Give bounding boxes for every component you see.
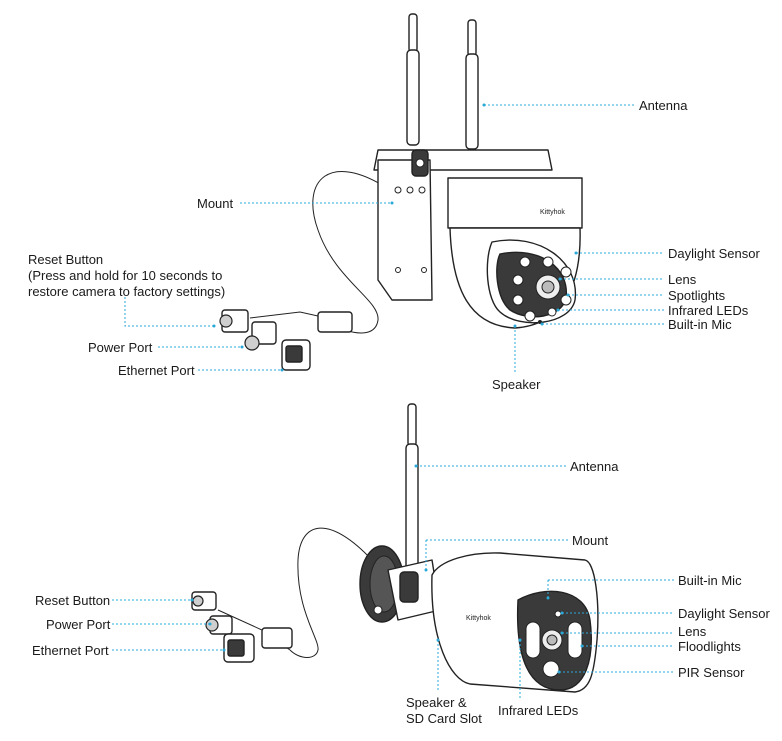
ptz-label-builtin-mic: Built-in Mic bbox=[668, 317, 732, 332]
ptz-label-infrared-leds: Infrared LEDs bbox=[668, 303, 749, 318]
ptz-brand-logo: Kittyhok bbox=[540, 209, 565, 216]
ptz-label-spotlights: Spotlights bbox=[668, 288, 726, 303]
ptz-label-daylight-sensor: Daylight Sensor bbox=[668, 246, 760, 261]
ptz-camera-illustration: Kittyhok bbox=[219, 13, 583, 371]
bullet-label-ethernet-port: Ethernet Port bbox=[32, 643, 109, 658]
bullet-label-reset-button: Reset Button bbox=[35, 593, 110, 608]
bullet-body: Kittyhok bbox=[431, 552, 599, 693]
ptz-label-antenna: Antenna bbox=[639, 98, 688, 113]
bullet-label-power-port: Power Port bbox=[46, 617, 111, 632]
ptz-labels: Antenna Mount Reset Button (Press and ho… bbox=[28, 98, 760, 392]
ptz-label-reset-note-1: (Press and hold for 10 seconds to bbox=[28, 268, 222, 283]
ptz-label-reset-button: Reset Button bbox=[28, 252, 103, 267]
bullet-mount bbox=[359, 545, 441, 623]
bullet-camera-illustration: Kittyhok bbox=[191, 403, 599, 693]
bullet-label-speaker-sd-1: Speaker & bbox=[406, 695, 467, 710]
bullet-label-speaker-sd-2: SD Card Slot bbox=[406, 711, 482, 726]
ptz-mount bbox=[377, 149, 433, 301]
bullet-label-floodlights: Floodlights bbox=[678, 639, 741, 654]
bullet-label-lens: Lens bbox=[678, 624, 707, 639]
ptz-label-speaker: Speaker bbox=[492, 377, 541, 392]
bullet-leader-lines bbox=[112, 464, 674, 700]
bullet-label-infrared-leds: Infrared LEDs bbox=[498, 703, 579, 718]
ptz-label-lens: Lens bbox=[668, 272, 697, 287]
bullet-label-daylight-sensor: Daylight Sensor bbox=[678, 606, 770, 621]
ptz-camera-head: Kittyhok bbox=[447, 177, 583, 329]
bullet-label-antenna: Antenna bbox=[570, 459, 619, 474]
ptz-label-ethernet-port: Ethernet Port bbox=[118, 363, 195, 378]
bullet-label-pir-sensor: PIR Sensor bbox=[678, 665, 745, 680]
bullet-label-builtin-mic: Built-in Mic bbox=[678, 573, 742, 588]
ptz-label-reset-note-2: restore camera to factory settings) bbox=[28, 284, 225, 299]
bullet-labels: Antenna Mount Reset Button Power Port Et… bbox=[32, 459, 770, 726]
ptz-connectors bbox=[219, 309, 353, 371]
ptz-antenna-left bbox=[406, 13, 420, 146]
ptz-leader-lines bbox=[124, 103, 664, 372]
ptz-label-mount: Mount bbox=[197, 196, 234, 211]
ptz-label-power-port: Power Port bbox=[88, 340, 153, 355]
bullet-label-mount: Mount bbox=[572, 533, 609, 548]
ptz-antenna-right bbox=[465, 19, 479, 150]
bullet-connectors bbox=[191, 591, 293, 663]
bullet-antenna bbox=[405, 403, 419, 575]
bullet-brand-logo: Kittyhok bbox=[466, 615, 491, 622]
